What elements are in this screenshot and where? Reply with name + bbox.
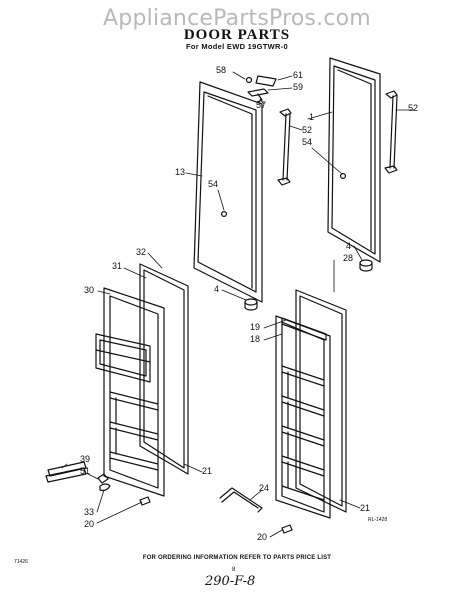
callout-59: 59 — [293, 82, 304, 92]
top-hinge-parts — [245, 75, 277, 103]
callout-13: 13 — [175, 167, 186, 177]
callout-58: 58 — [216, 65, 227, 75]
clip-51 — [97, 473, 109, 484]
callout-4-right: 4 — [346, 241, 352, 251]
callout-21-left: 21 — [202, 466, 213, 476]
callout-30: 30 — [84, 285, 95, 295]
page-number: 8 — [232, 567, 236, 573]
screw-20-right — [281, 524, 293, 534]
callout-39: 39 — [80, 454, 91, 464]
callout-28: 28 — [343, 253, 354, 263]
plug-54-right — [340, 173, 347, 180]
callout-32: 32 — [136, 247, 147, 257]
fresh-food-handle — [384, 90, 398, 174]
callout-52-right: 52 — [408, 103, 419, 113]
callout-4-left: 4 — [214, 284, 220, 294]
drawing-code-left: 71426 — [14, 559, 28, 565]
fresh-food-door-panel — [327, 57, 381, 263]
callout-21-right: 21 — [360, 503, 371, 513]
callout-18: 18 — [250, 334, 261, 344]
callout-1: 1 — [309, 112, 315, 122]
freezer-gasket — [139, 263, 189, 475]
page-subtitle: For Model EWD 19GTWR-0 — [185, 42, 289, 51]
callout-24: 24 — [259, 483, 270, 493]
hinge-33 — [99, 483, 111, 492]
fresh-food-door-liner — [275, 315, 331, 519]
freezer-door-liner — [95, 287, 165, 497]
drawing-code-right: RL-1428 — [368, 517, 388, 523]
callout-33: 33 — [84, 507, 95, 517]
fresh-food-gasket — [295, 289, 347, 513]
callout-54-left: 54 — [208, 179, 219, 189]
freezer-door-panel — [193, 81, 263, 303]
freezer-handle — [277, 108, 292, 186]
handwritten-note: 290-F-8 — [205, 574, 256, 589]
screw-20-left — [139, 496, 151, 506]
callout-19: 19 — [250, 322, 261, 332]
hinge-rod-24 — [219, 487, 263, 513]
page-title: DOOR PARTS — [183, 27, 291, 43]
callout-57: 57 — [256, 100, 267, 110]
callout-20-left: 20 — [84, 519, 95, 529]
footer-note: FOR ORDERING INFORMATION REFER TO PARTS … — [142, 555, 332, 561]
plug-54-left — [221, 211, 228, 218]
door-stop-right — [359, 259, 373, 272]
callout-51: 51 — [80, 466, 91, 476]
callout-61: 61 — [293, 70, 304, 80]
watermark: AppliancePartsPros.com — [103, 6, 371, 31]
callout-20-right: 20 — [257, 532, 268, 542]
callout-54-right: 54 — [302, 137, 313, 147]
trim-strip — [45, 461, 87, 483]
callout-52-left: 52 — [302, 125, 313, 135]
callout-31: 31 — [112, 261, 123, 271]
door-stop-left — [244, 298, 258, 311]
